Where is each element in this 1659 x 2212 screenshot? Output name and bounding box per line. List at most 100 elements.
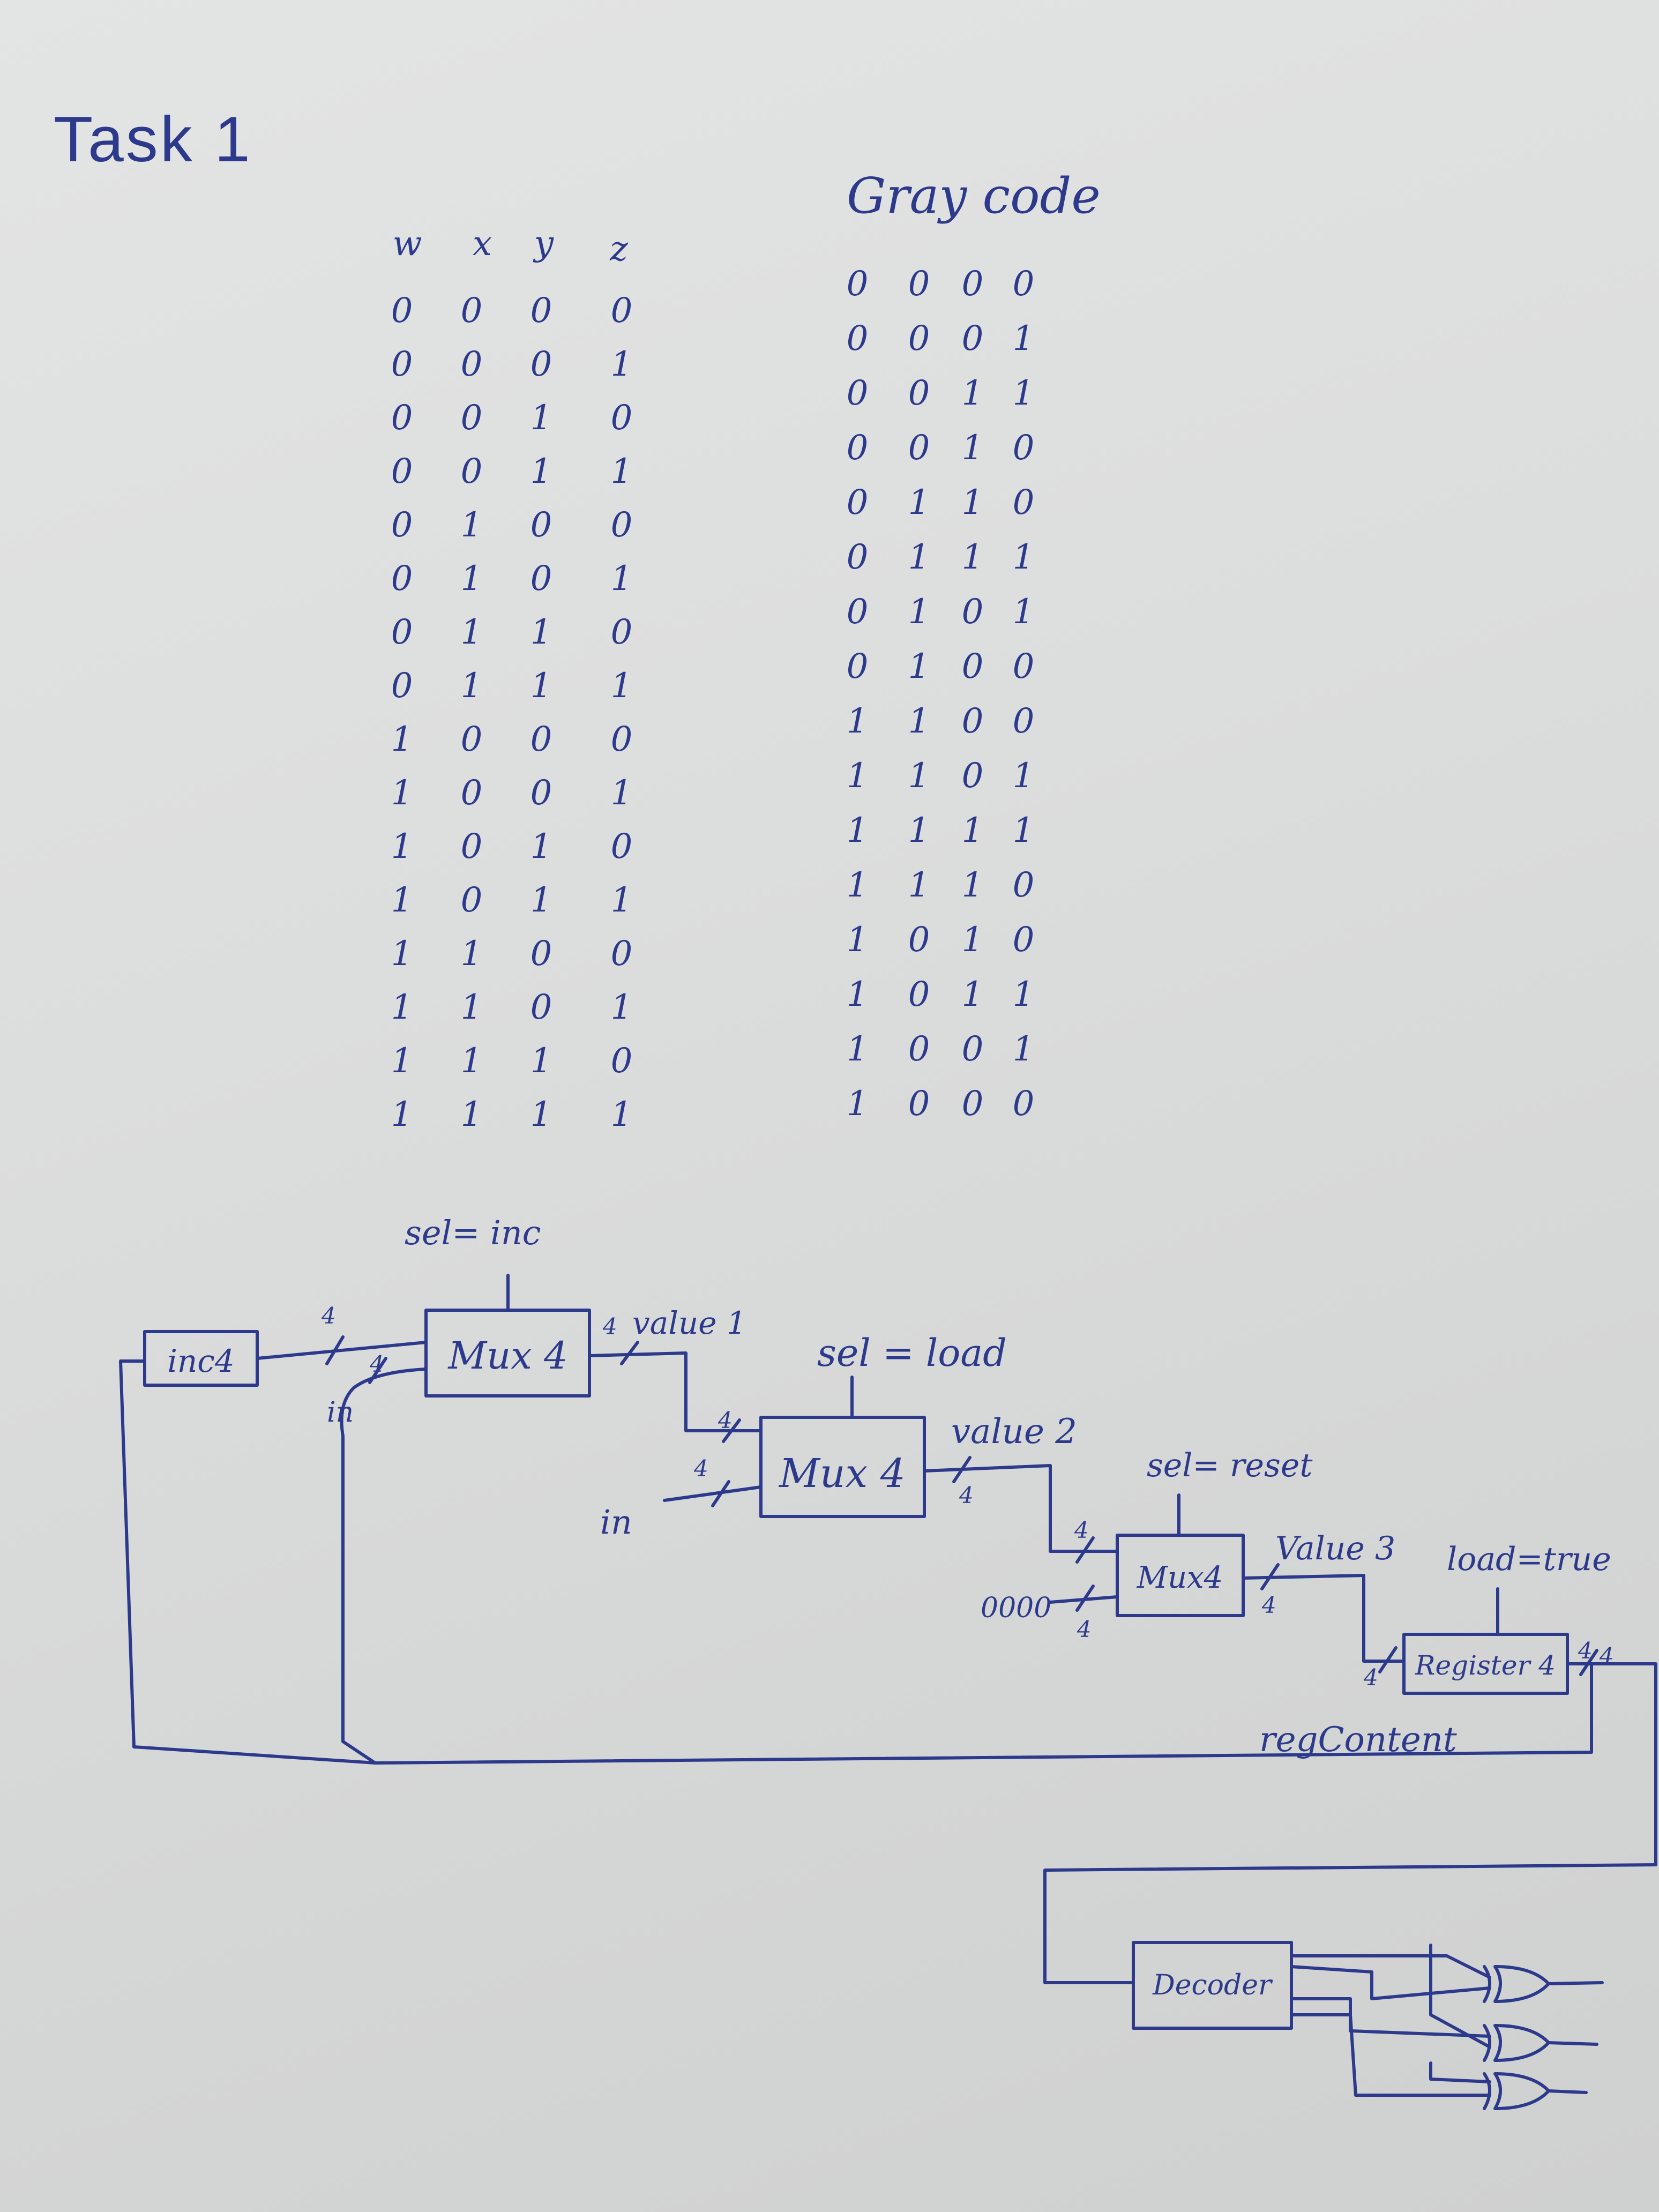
bus-width: 4 [959,1482,974,1508]
binary-cell: 0 [610,291,633,331]
bus-width: 4 [1364,1664,1378,1691]
binary-cell: 1 [460,612,483,652]
bus-width: 4 [1074,1517,1089,1543]
tick [1075,1536,1095,1564]
gray-cell: 0 [908,920,930,960]
gray-cell: 1 [961,865,984,905]
inc4-label: inc4 [167,1343,235,1379]
binary-cell: 0 [460,827,483,866]
bus-width: 4 [322,1303,336,1329]
in-label-mux1: in [327,1396,354,1429]
gray-cell: 1 [908,483,930,522]
bus-width: 4 [1262,1592,1276,1618]
gray-cell: 1 [961,428,984,468]
gray-cell: 1 [1012,319,1035,358]
gray-cell: 0 [961,264,984,304]
mux3-sel-label: sel= reset [1147,1447,1313,1484]
binary-cell: 1 [610,1095,633,1134]
gray-cell: 0 [1012,264,1035,304]
mux3-const-label: 0000 [981,1592,1052,1624]
bus-width: 4 [1578,1638,1593,1664]
wire-decoder-gate1b [1290,1965,1491,2000]
binary-cell: 0 [610,720,633,759]
gray-cell: 0 [961,319,984,358]
binary-cell: 0 [460,773,483,813]
binary-cell: 0 [530,559,552,599]
gray-cell: 0 [961,592,984,632]
binary-cell: 0 [530,773,552,813]
binary-cell: 0 [460,880,483,920]
bus-width: 4 [1600,1643,1614,1669]
gray-cell: 0 [846,647,869,686]
binary-cell: 1 [460,934,483,974]
decoder-box [1132,1941,1293,2030]
binary-cell: 1 [610,773,633,813]
gray-cell: 1 [908,592,930,632]
binary-cell: 1 [391,773,413,813]
bus-width: 4 [718,1407,733,1433]
binary-cell: 1 [530,880,552,920]
wire-decoder-gate3 [1290,2013,1491,2097]
binary-cell: 1 [530,827,552,866]
mux3-out-label: Value 3 [1275,1530,1396,1567]
binary-cell: 0 [610,612,633,652]
gray-cell: 1 [961,373,984,413]
binary-cell: 0 [391,452,413,491]
mux2-label: Mux 4 [779,1451,906,1497]
binary-cell: 1 [391,988,413,1027]
xor-gate-3 [1483,2072,1588,2110]
gray-cell: 1 [846,865,869,905]
binary-cell: 1 [610,880,633,920]
mux1-label: Mux 4 [448,1334,568,1378]
register-out-label: regContent [1259,1720,1457,1760]
gray-cell: 1 [846,1029,869,1069]
page-title: Task 1 [54,103,252,175]
binary-cell: 0 [391,398,413,438]
gray-cell: 1 [908,537,930,577]
decoder-label: Decoder [1153,1969,1272,2001]
binary-cell: 1 [460,1041,483,1081]
gray-cell: 0 [908,1084,930,1124]
binary-cell: 0 [530,345,552,384]
gray-cell: 1 [908,865,930,905]
binary-cell: 0 [460,720,483,759]
bus-width: 4 [370,1351,384,1377]
binary-cell: 1 [610,559,633,599]
binary-cell: 0 [391,559,413,599]
gray-cell: 0 [908,373,930,413]
tick [711,1480,730,1507]
tick [952,1456,972,1483]
gray-cell: 0 [1012,1084,1035,1124]
binary-cell: 0 [530,291,552,331]
binary-cell: 0 [391,345,413,384]
binary-cell: 0 [391,666,413,706]
mux2-sel-label: sel = load [817,1331,1007,1375]
binary-cell: 1 [610,988,633,1027]
gray-cell: 1 [961,811,984,850]
gray-cell: 0 [961,1084,984,1124]
binary-cell: 0 [460,452,483,491]
gray-cell: 0 [961,756,984,796]
binary-cell: 1 [391,1041,413,1081]
gray-cell: 1 [908,647,930,686]
binary-cell: 0 [530,505,552,545]
gray-cell: 1 [846,701,869,741]
wire-inc4-mux1 [256,1341,428,1360]
binary-cell: 1 [391,720,413,759]
binary-cell: 1 [460,505,483,545]
header-x: x [472,224,492,264]
binary-cell: 0 [610,1041,633,1081]
tick [620,1341,639,1365]
mux2-out-label: value 2 [951,1412,1077,1452]
binary-cell: 0 [610,827,633,866]
binary-cell: 1 [610,345,633,384]
gray-cell: 0 [846,592,869,632]
tick [1260,1563,1280,1590]
tick [1579,1649,1598,1676]
gray-cell: 1 [908,811,930,850]
gray-cell: 1 [961,920,984,960]
gray-cell: 0 [846,428,869,468]
wire-mux1-mux2 [588,1351,763,1432]
